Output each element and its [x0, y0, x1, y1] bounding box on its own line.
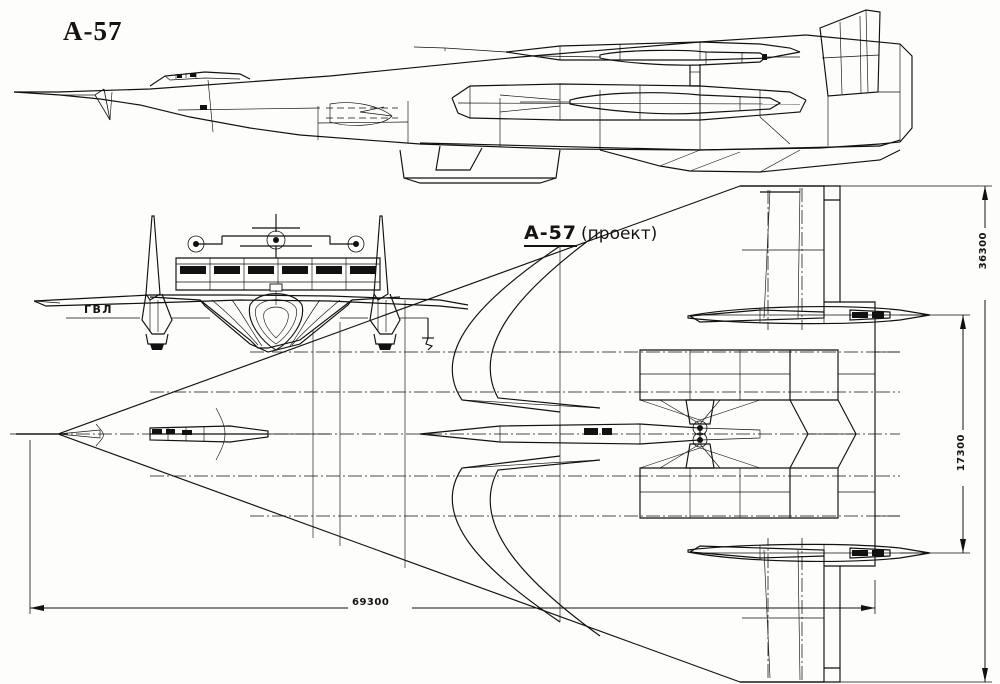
plan-view-title: А-57(проект) — [524, 222, 658, 247]
dimension-lines — [29, 185, 992, 683]
page-title: А-57 — [63, 16, 123, 46]
side-view — [13, 9, 913, 184]
gvl-reference-label: ГВЛ — [84, 303, 114, 316]
plan-view-title-qualifier: (проект) — [581, 224, 658, 244]
dimension-span-overall: 36300 — [978, 232, 989, 270]
dimension-span-inner: 17300 — [956, 434, 967, 472]
plan-view-title-name: А-57 — [524, 222, 578, 247]
dimension-length-overall: 69300 — [352, 597, 390, 608]
front-view — [33, 214, 469, 353]
